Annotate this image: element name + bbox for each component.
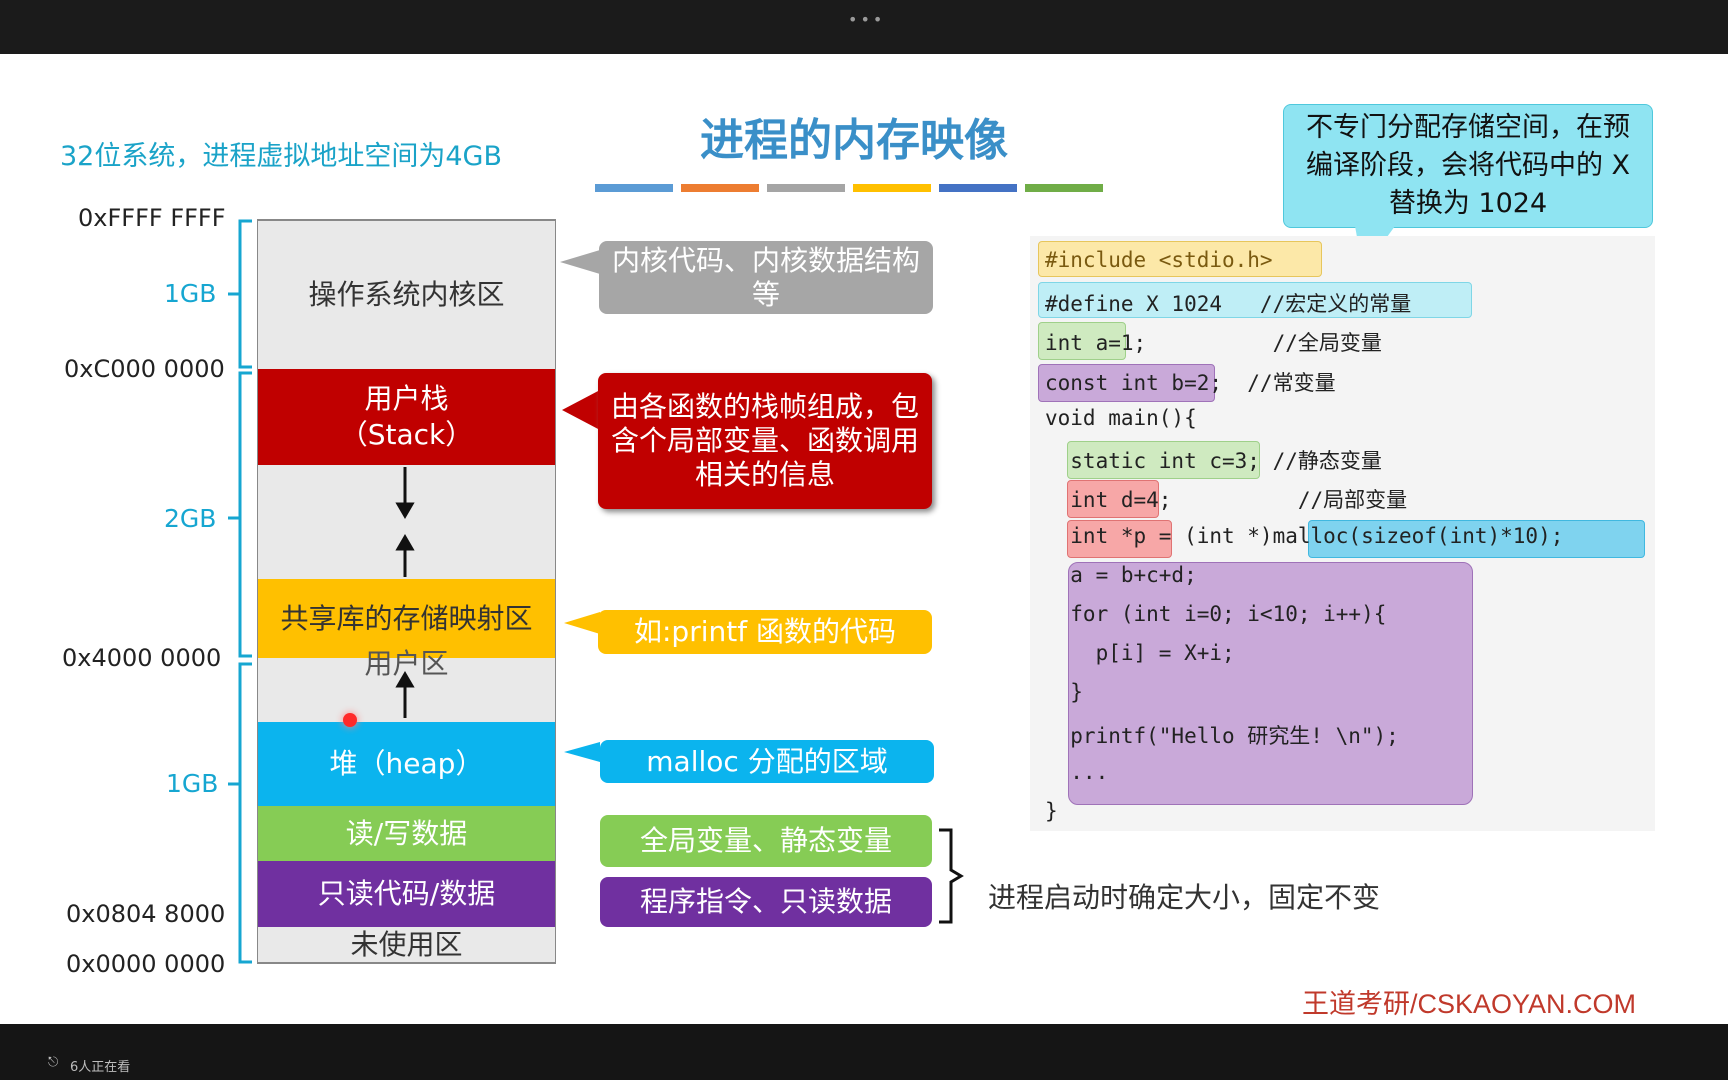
- callout-text: 全局变量、静态变量: [639, 824, 892, 857]
- code-line: void main(){: [1045, 406, 1197, 430]
- callout-heap: malloc 分配的区域: [600, 740, 934, 783]
- highlight: [1308, 520, 1645, 558]
- highlight: [1067, 520, 1172, 558]
- callout-pointers: [560, 250, 600, 762]
- highlight: [1038, 241, 1322, 277]
- segment-label: 用户栈 （Stack）: [339, 382, 474, 451]
- size-label: 1GB: [166, 769, 219, 798]
- address-label: 0x0804 8000: [66, 900, 226, 928]
- callout-stack: 由各函数的栈帧组成，包含个局部变量、函数调用相关的信息: [598, 373, 932, 509]
- title-bar-4: [853, 184, 931, 192]
- callout-text: 内核代码、内核数据结构等: [611, 243, 920, 311]
- highlight: [1067, 480, 1159, 518]
- segment-label: 操作系统内核区: [308, 278, 505, 311]
- highlight: [1038, 282, 1472, 318]
- more-menu-icon[interactable]: •••: [848, 10, 886, 29]
- address-label: 0x4000 0000: [62, 644, 222, 672]
- code-line: a = b+c+d;: [1045, 563, 1197, 587]
- segment-label: 只读代码/数据: [317, 877, 496, 910]
- viewer-count: 6人正在看: [70, 1060, 131, 1075]
- fixed-size-note: 进程启动时确定大小，固定不变: [988, 881, 1381, 914]
- address-label: 0x0000 0000: [66, 950, 226, 978]
- headphones-icon: ⎋: [48, 1055, 59, 1070]
- player-top-bar: [0, 0, 1728, 54]
- segment-label: 读/写数据: [345, 816, 468, 850]
- address-label: 0xFFFF FFFF: [78, 204, 226, 232]
- segment-label: 共享库的存储映射区: [280, 601, 533, 635]
- callout-text: malloc 分配的区域: [646, 744, 888, 778]
- watermark: 王道考研/CSKAOYAN.COM: [1302, 989, 1637, 1019]
- segment-unused: 未使用区: [257, 927, 556, 964]
- page-title: 进程的内存映像: [700, 115, 1008, 166]
- size-brackets: [228, 219, 252, 964]
- code-line: int d=4; //局部变量: [1045, 488, 1408, 512]
- segment-heap: 堆（heap）: [257, 722, 556, 806]
- segment-rw-data: 读/写数据: [257, 806, 556, 861]
- highlight: [1067, 441, 1260, 479]
- code-line: int *p = (int *)malloc(sizeof(int)*10);: [1045, 524, 1564, 548]
- code-line: for (int i=0; i<10; i++){: [1045, 602, 1387, 626]
- code-line: const int b=2; //常变量: [1045, 371, 1336, 395]
- code-line: p[i] = X+i;: [1045, 641, 1235, 665]
- highlight: [1068, 562, 1473, 805]
- callout-macro: 不专门分配存储空间，在预编译阶段，会将代码中的 X 替换为 1024: [1283, 104, 1653, 228]
- callout-kernel: 内核代码、内核数据结构等: [599, 241, 933, 314]
- size-label: 2GB: [164, 504, 217, 533]
- callout-ro: 程序指令、只读数据: [600, 877, 932, 927]
- callout-text: 如:printf 函数的代码: [634, 615, 896, 648]
- code-line: #include <stdio.h>: [1045, 248, 1273, 272]
- subtitle: 32位系统，进程虚拟地址空间为4GB: [60, 141, 502, 172]
- segment-shared-lib: 共享库的存储映射区: [257, 579, 556, 658]
- address-label: 0xC000 0000: [64, 355, 225, 383]
- callout-shared: 如:printf 函数的代码: [598, 610, 932, 654]
- code-line: }: [1045, 680, 1083, 704]
- title-bar-5: [939, 184, 1017, 192]
- growth-arrows: [395, 467, 415, 718]
- callout-text: 由各函数的栈帧组成，包含个局部变量、函数调用相关的信息: [610, 390, 919, 491]
- title-color-bars: [595, 184, 1115, 192]
- title-bar-6: [1025, 184, 1103, 192]
- code-line: #define X 1024 //宏定义的常量: [1045, 292, 1412, 316]
- highlight: [1038, 364, 1215, 402]
- title-bar-2: [681, 184, 759, 192]
- callout-text: 程序指令、只读数据: [639, 885, 892, 918]
- segment-label: 堆（heap）: [329, 747, 484, 780]
- code-line: ...: [1045, 760, 1109, 784]
- segment-ro-code: 只读代码/数据: [257, 861, 556, 927]
- segment-label: 未使用区: [350, 927, 463, 961]
- size-label: 1GB: [164, 279, 217, 308]
- callout-text: 不专门分配存储空间，在预编译阶段，会将代码中的 X 替换为 1024: [1305, 112, 1631, 219]
- player-bottom-bar: [0, 1024, 1728, 1080]
- segment-stack: 用户栈 （Stack）: [257, 369, 556, 465]
- code-line: }: [1045, 799, 1058, 823]
- callout-rw: 全局变量、静态变量: [600, 815, 932, 867]
- highlight: [1038, 322, 1126, 360]
- code-line: int a=1; //全局变量: [1045, 331, 1382, 355]
- code-line: static int c=3; //静态变量: [1045, 449, 1382, 473]
- fixed-size-brace: [939, 828, 964, 924]
- title-bar-3: [767, 184, 845, 192]
- code-line: printf("Hello 研究生! \n");: [1045, 724, 1399, 748]
- cursor-pointer-dot: [343, 713, 357, 727]
- segment-kernel: 操作系统内核区: [257, 219, 556, 369]
- title-bar-1: [595, 184, 673, 192]
